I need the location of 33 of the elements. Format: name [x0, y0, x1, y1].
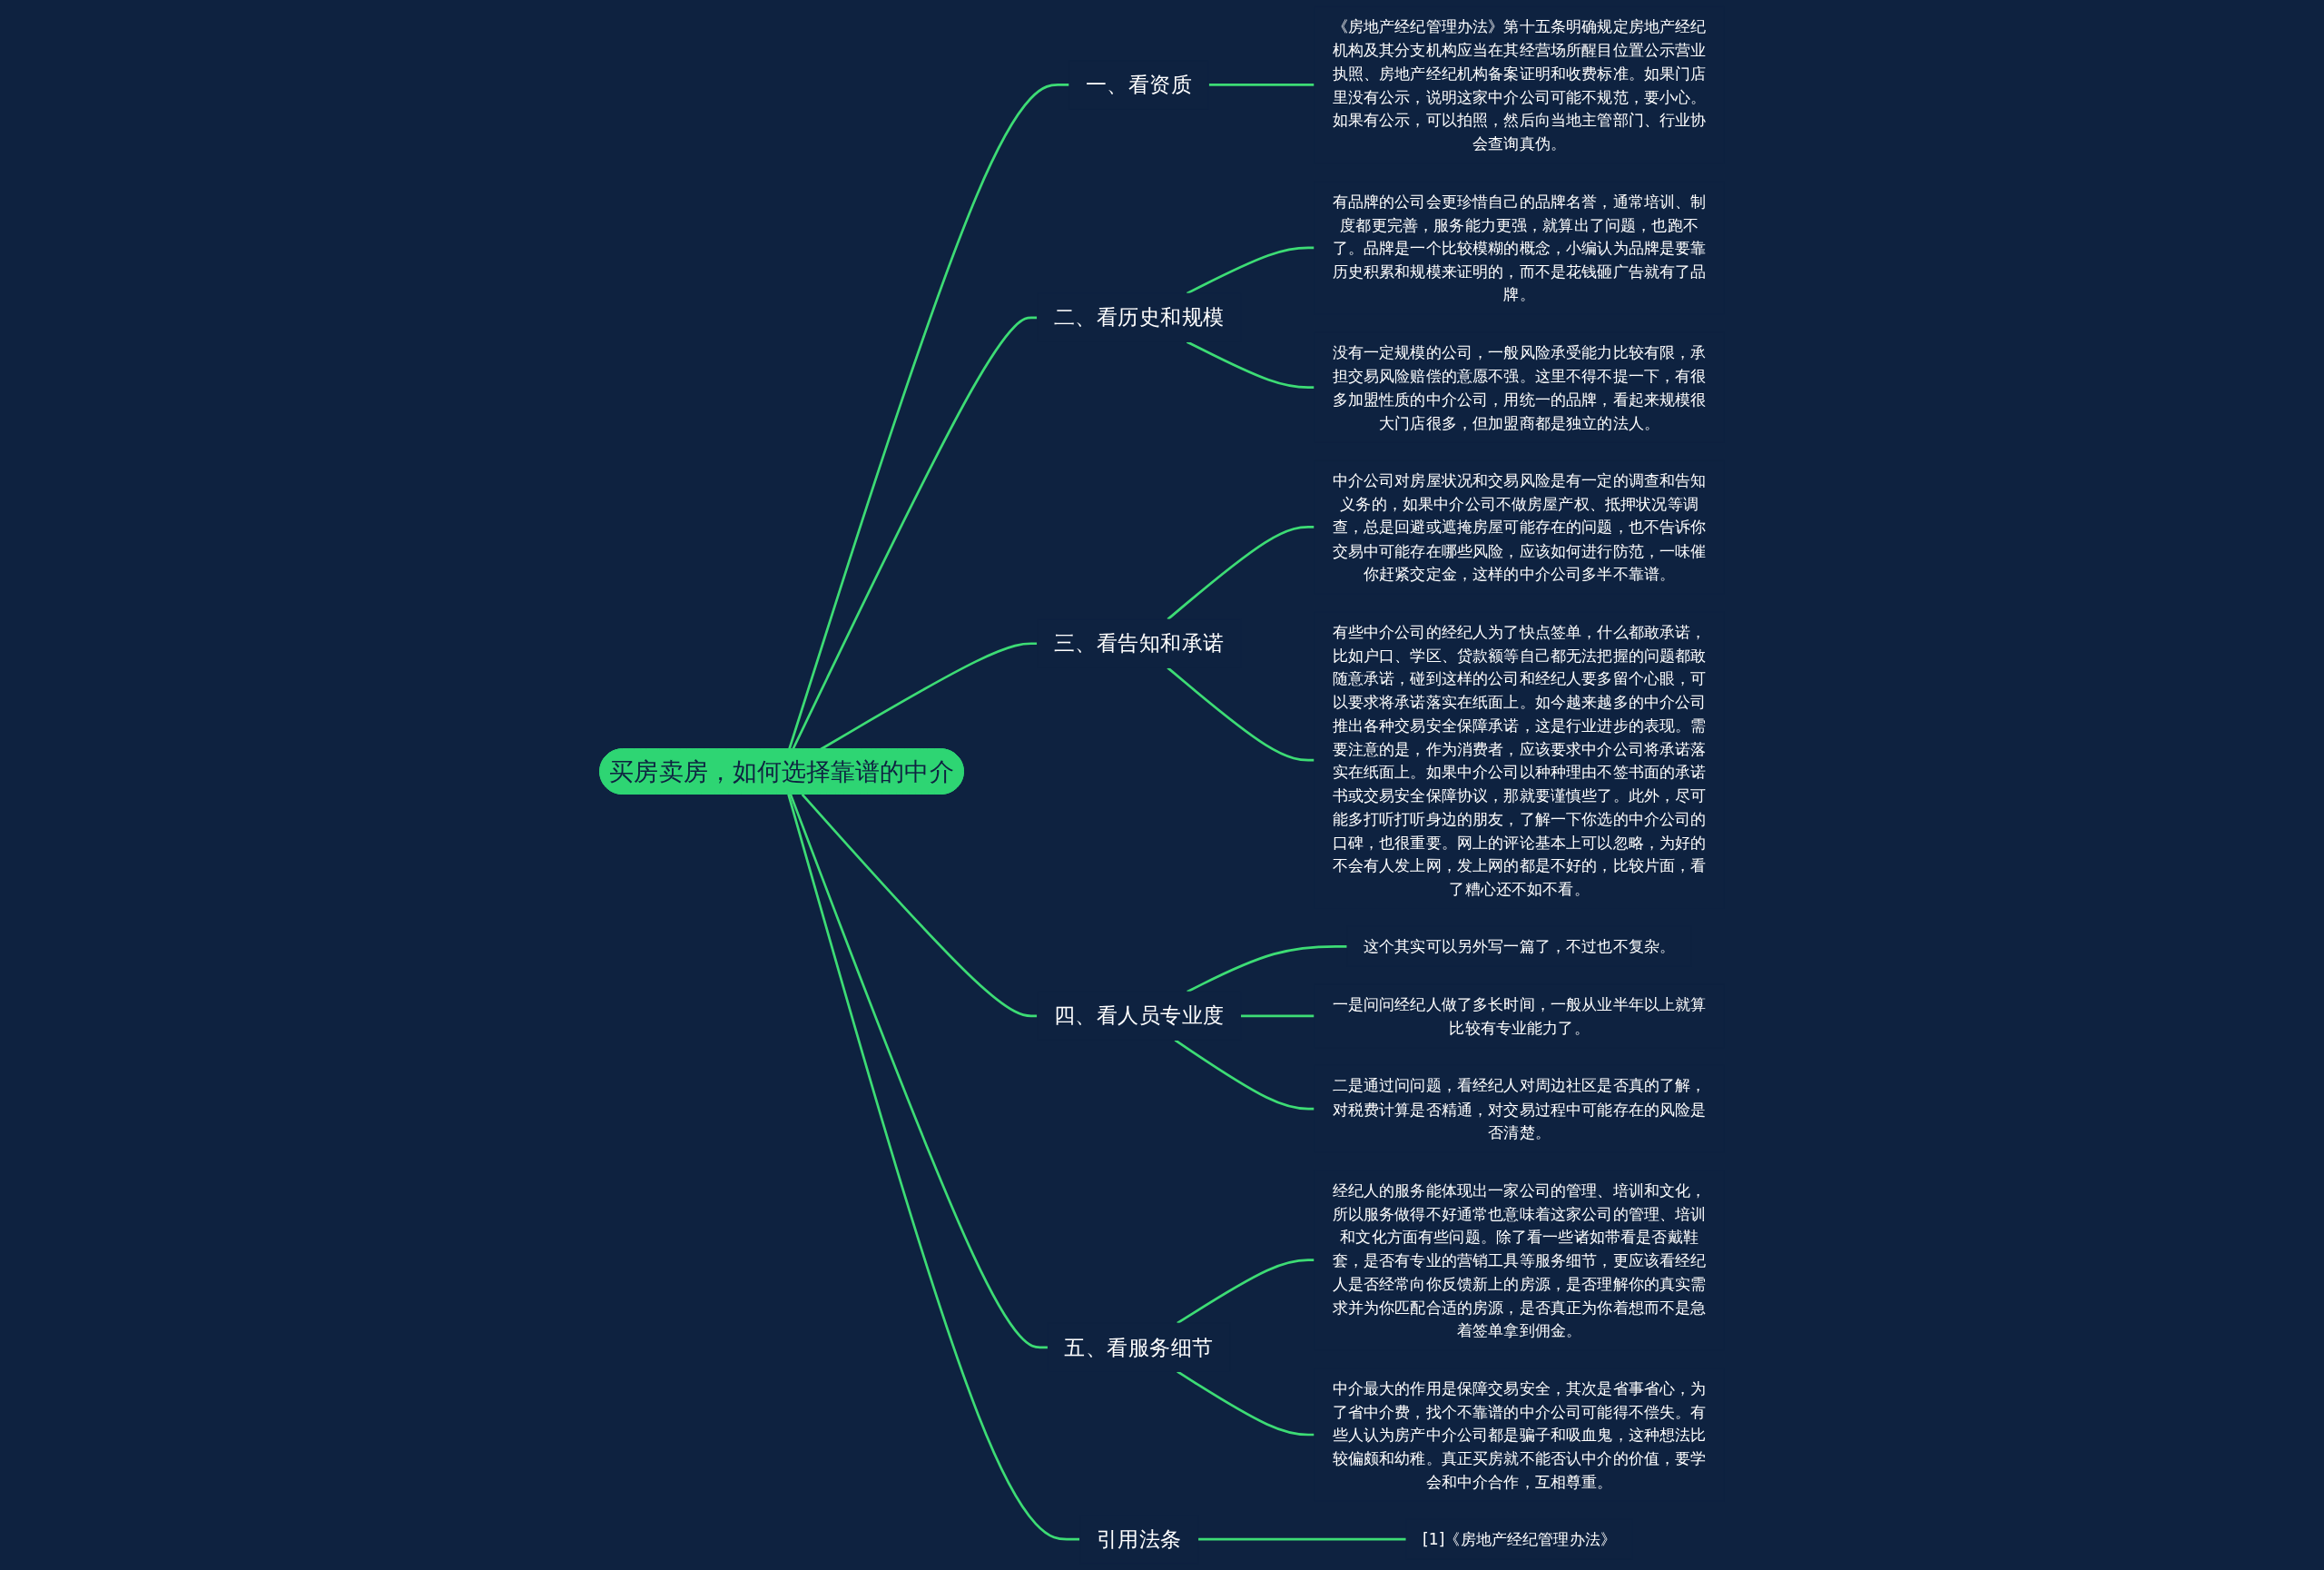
node-text: 没有一定规模的公司，一般风险承受能力比较有限，承担交易风险赔偿的意愿不强。这里不得不提一下，有很多加盟性质的中介公司，用统一的品牌，看起来规模很大门店很多，但加盟商都是独立的法人。	[1332, 342, 1707, 431]
connector	[1167, 667, 1315, 762]
node-text: 经纪人的服务能体现出一家公司的管理、培训和文化，所以服务做得不好通常也意味着这家公司的管理、培训和文化方面有些问题。除了看一些诸如带看是否戴鞋套，是否有专业的营销工具等服务细节，更应该看经纪人是否经常向你反馈新上的房源，是否理解你的真实需求并为你匹配合适的房源，是否真正为你着想而不是急着签单拿到佣金。	[1332, 1180, 1707, 1339]
node-text: 有些中介公司的经纪人为了快点签单，什么都敢承诺，比如户口、学区、贷款额等自己都无法把握的问题都敢随意承诺，碰到这样的公司和经纪人要多留个心眼，可以要求将承诺落实在纸面上。如今越来越多的中介公司推出各种交易安全保障承诺，这是行业进步的表现。需要注意的是，作为消费者，应该要求中介公司将承诺落实在纸面上。如果中介公司以种种理由不签书面的承诺书或交易安全保障协议，那就要谨慎些了。此外，尽可能多打听打听身边的朋友，了解一下你选的中介公司的口碑，也很重要。网上的评论基本上可以忽略，为好的不会有人发上网，发上网的都是不好的，比较片面，看了糟心还不如不看。	[1332, 622, 1707, 898]
connector	[1187, 944, 1347, 993]
connector	[788, 84, 1069, 750]
connector	[1186, 341, 1315, 389]
connector	[1208, 84, 1315, 86]
node-text: 五、看服务细节	[1064, 1334, 1214, 1359]
node-text: 一、看资质	[1085, 72, 1193, 97]
node-text: 三、看告知和承诺	[1053, 630, 1225, 656]
connector	[1167, 526, 1315, 621]
connector	[789, 794, 1049, 1349]
node-text: [1]《房地产经纪管理办法》	[1423, 1529, 1617, 1548]
connector	[792, 316, 1038, 750]
node-text: 二是通过问问题，看经纪人对周边社区是否真的了解，对税费计算是否精通，对交易过程中可能存在的风险是否清楚。	[1332, 1076, 1707, 1141]
node-text: 这个其实可以另外写一篇了，不过也不复杂。	[1364, 937, 1676, 955]
connector	[787, 794, 1080, 1541]
connector	[1174, 1039, 1315, 1111]
node-text: 中介最大的作用是保障交易安全，其次是省事省心，为了省中介费，找个不靠谱的中介公司可能得不偿失。有些人认为房产中介公司都是骗子和吸血鬼，这种想法比较偏颇和幼稚。真正买房就不能否认中介的价值，要学会和中介合作，互相尊重。	[1332, 1378, 1707, 1491]
node-text: 引用法条	[1096, 1526, 1182, 1552]
connector	[1240, 1014, 1315, 1018]
connector	[1177, 1370, 1315, 1437]
node-text: 中介公司对房屋状况和交易风险是有一定的调查和告知义务的，如果中介公司不做房屋产权、抵押状况等调查，总是回避或遮掩房屋可能存在的问题，也不告诉你交易中可能存在哪些风险，应该如何进行防范，一味催你赶紧交定金，这样的中介公司多半不靠谱。	[1332, 470, 1707, 583]
node-text: 一是问问经纪人做了多长时间，一般从业半年以上就算比较有专业能力了。	[1332, 994, 1707, 1037]
connector	[1197, 1537, 1406, 1541]
connector	[801, 793, 1038, 1018]
node-text: 有品牌的公司会更珍惜自己的品牌名誉，通常培训、制度都更完善，服务能力更强，就算出了问题，也跑不了。品牌是一个比较模糊的概念，小编认为品牌是要靠历史积累和规模来证明的，而不是花钱砸广告就有了品牌。	[1332, 192, 1707, 304]
node-text: 《房地产经纪管理办法》第十五条明确规定房地产经纪机构及其分支机构应当在其经营场所醒目位置公示营业执照、房地产经纪机构备案证明和收费标准。如果门店里没有公示，说明这家中介公司可能不规范，要小心。如果有公示，可以拍照，然后向当地主管部门、行业协会查询真伪。	[1332, 16, 1707, 153]
connector	[1186, 246, 1315, 295]
connector	[1177, 1259, 1315, 1325]
node-text: 二、看历史和规模	[1053, 304, 1225, 330]
node-text: 四、看人员专业度	[1053, 1002, 1225, 1028]
